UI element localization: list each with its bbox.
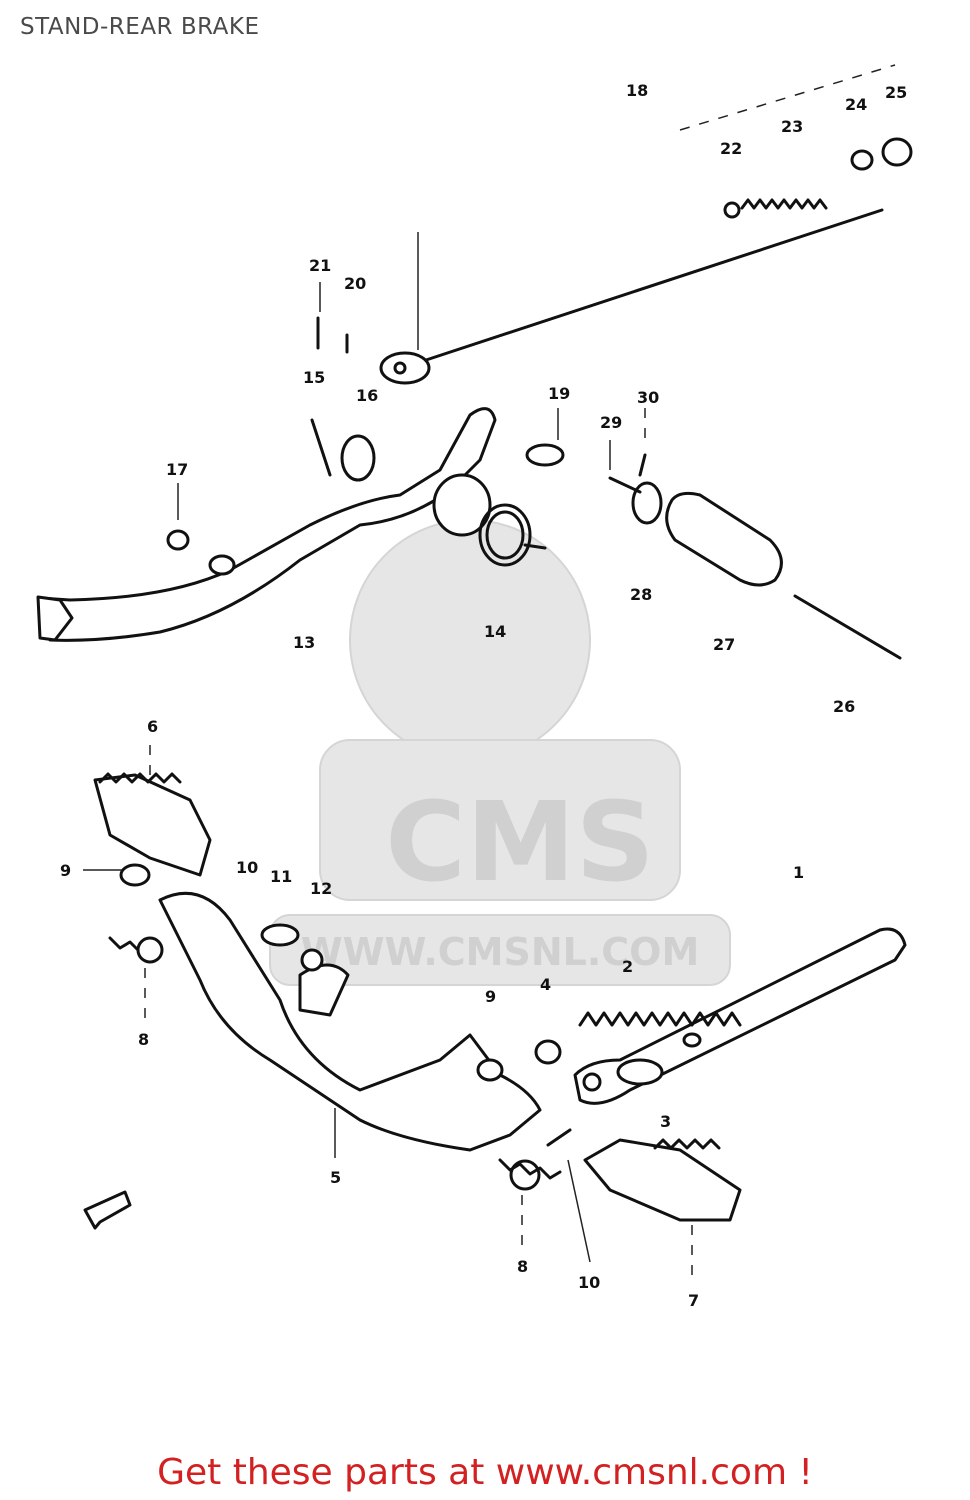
- watermark-mascot-body: [319, 739, 681, 901]
- footrest-rubber: [665, 491, 783, 587]
- callout-8a: 8: [138, 1030, 149, 1049]
- return-spring: [478, 503, 532, 567]
- rod-leader-dash: [679, 64, 896, 131]
- pivot-pin-and-grip: [525, 408, 902, 660]
- footrest-bar-27: [793, 594, 902, 660]
- adjuster-joint: [850, 149, 874, 171]
- pedal-stopper: [208, 554, 236, 576]
- spring-hook: [523, 543, 547, 550]
- watermark-url-bar: [269, 914, 731, 986]
- callout-25: 25: [885, 83, 907, 102]
- callout-10a: 10: [236, 858, 258, 877]
- callout-15: 15: [303, 368, 325, 387]
- nut-12: [300, 948, 324, 972]
- callout-14: 14: [484, 622, 506, 641]
- pivot-pin-19: [525, 443, 565, 467]
- callout-20: 20: [344, 274, 366, 293]
- callout-16: 16: [356, 386, 378, 405]
- pedal-washer: [340, 434, 376, 482]
- bolt-9b: [476, 1058, 504, 1082]
- callout-7: 7: [688, 1291, 699, 1310]
- callout-22: 22: [720, 139, 742, 158]
- page-title: STAND-REAR BRAKE: [20, 14, 260, 40]
- pedal-boss: [432, 473, 492, 537]
- front-arrow-icon: [83, 1190, 132, 1230]
- callout-labels: 1 2 3 4 5 6 7 8 8 9 9 10 10 11 12 13 14 …: [60, 81, 907, 1310]
- leader-10: [567, 1159, 591, 1263]
- stand-bolt-3: [616, 1058, 664, 1086]
- pin-10: [546, 1128, 572, 1147]
- watermark-mascot-head: [349, 519, 591, 761]
- callout-17: 17: [166, 460, 188, 479]
- spring-washer: [723, 201, 741, 219]
- callout-26: 26: [833, 697, 855, 716]
- callout-10b: 10: [578, 1273, 600, 1292]
- callout-21: 21: [309, 256, 331, 275]
- stand-nut-4: [534, 1039, 562, 1065]
- callout-9b: 9: [485, 987, 496, 1006]
- footrest-assembly: [83, 745, 742, 1285]
- bolt-11: [260, 923, 300, 947]
- footrest-7: [583, 1138, 742, 1222]
- callout-8b: 8: [517, 1257, 528, 1276]
- adjuster-spring: [740, 198, 828, 210]
- washer-28: [631, 481, 663, 525]
- cotter-pin-15: [310, 418, 332, 477]
- get-parts-link[interactable]: Get these parts at www.cmsnl.com !: [157, 1452, 813, 1493]
- footrest-6: [93, 773, 212, 877]
- brake-pedal: [36, 282, 547, 642]
- side-stand: [534, 927, 907, 1105]
- stand-pivot-hole: [582, 1072, 602, 1092]
- side-stand-1: [573, 927, 907, 1105]
- adjuster-nut: [881, 137, 913, 167]
- callout-13: 13: [293, 633, 315, 652]
- callout-23: 23: [781, 117, 803, 136]
- watermark-brand: CMS: [385, 778, 654, 906]
- callout-24: 24: [845, 95, 867, 114]
- callout-2: 2: [622, 957, 633, 976]
- brake-rod-assembly: [379, 64, 913, 385]
- brake-pedal-tip: [36, 595, 74, 642]
- spring-8a-coil: [136, 936, 164, 964]
- callout-29: 29: [600, 413, 622, 432]
- clip-30: [638, 453, 647, 477]
- callout-3: 3: [660, 1112, 671, 1131]
- spring-8b-coil: [509, 1159, 541, 1191]
- watermark-url: WWW.CMSNL.COM: [301, 930, 700, 974]
- callout-18: 18: [626, 81, 648, 100]
- stand-spring-2: [578, 1011, 742, 1027]
- callout-28: 28: [630, 585, 652, 604]
- callout-12: 12: [310, 879, 332, 898]
- watermark: CMS WWW.CMSNL.COM: [269, 519, 731, 986]
- callout-4: 4: [540, 975, 551, 994]
- pedal-cap: [166, 529, 190, 551]
- rod-end-hole: [393, 361, 407, 375]
- return-spring-inner: [485, 510, 525, 560]
- callout-9a: 9: [60, 861, 71, 880]
- callout-5: 5: [330, 1168, 341, 1187]
- callout-27: 27: [713, 635, 735, 654]
- footrest-bracket-5: [158, 891, 542, 1152]
- brake-rod: [418, 208, 884, 364]
- callout-30: 30: [637, 388, 659, 407]
- callout-19: 19: [548, 384, 570, 403]
- spring-8b: [498, 1158, 562, 1180]
- footrest-7-teeth: [653, 1138, 721, 1150]
- bolt-9: [119, 863, 151, 887]
- bracket-plate: [298, 963, 350, 1017]
- callout-1: 1: [793, 863, 804, 882]
- stand-hook: [682, 1032, 702, 1048]
- callout-11: 11: [270, 867, 292, 886]
- footrest-6-teeth: [98, 772, 182, 784]
- callout-6: 6: [147, 717, 158, 736]
